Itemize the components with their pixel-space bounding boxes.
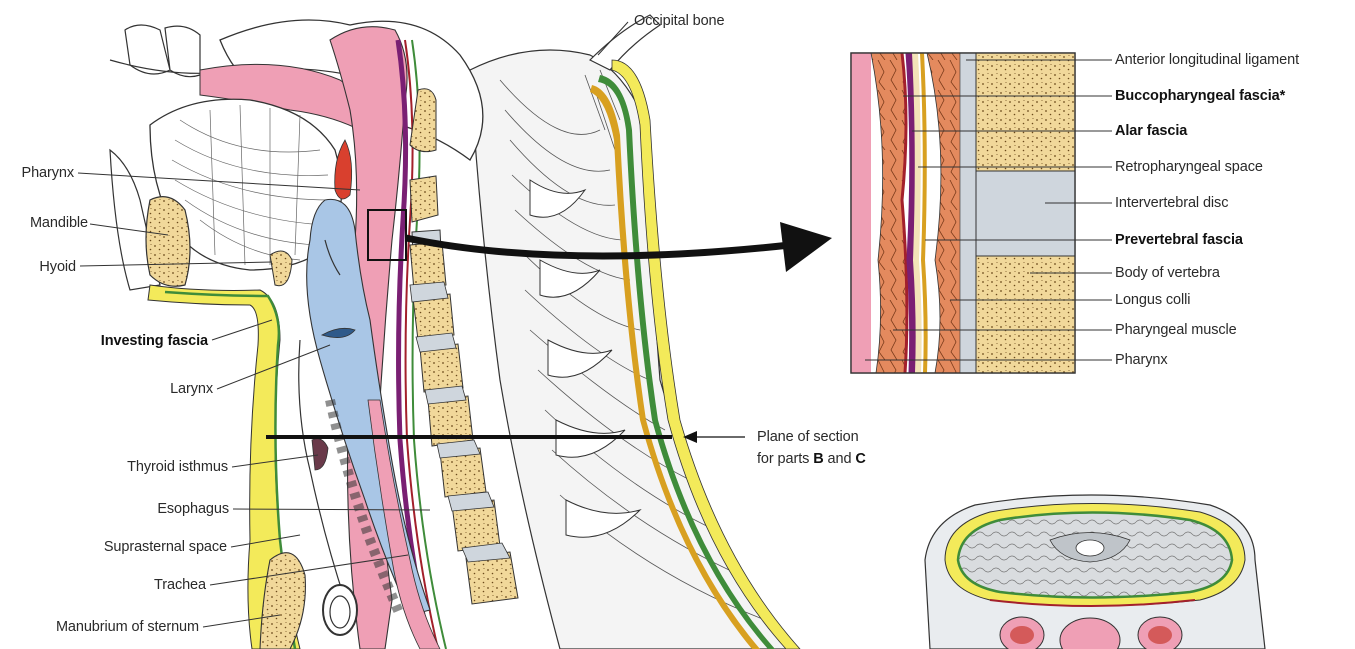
hyoid-bone: [270, 251, 292, 286]
magnified-inset: [851, 53, 1075, 373]
cross-section-preview: [925, 495, 1265, 649]
thyroid-isthmus-shape: [312, 439, 328, 470]
upper-teeth: [125, 25, 200, 77]
sagittal-section: [110, 15, 832, 649]
mandible-bone: [146, 197, 190, 287]
occipital-bone: [590, 15, 660, 70]
